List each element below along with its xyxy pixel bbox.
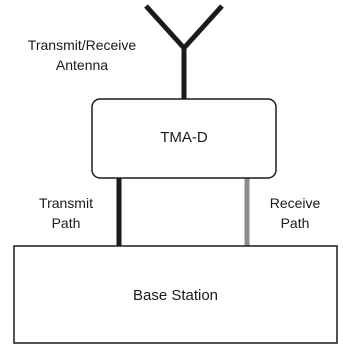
receive-path-label-line1: Receive: [269, 195, 321, 211]
transmit-path-label-line1: Transmit: [39, 195, 93, 211]
antenna-label: Transmit/Receive Antenna: [4, 35, 160, 75]
base-station-block: [13, 245, 338, 344]
antenna-label-line2: Antenna: [55, 57, 109, 73]
antenna-left-arm: [144, 4, 186, 50]
tma-label: TMA-D: [160, 129, 208, 146]
tma-block: [91, 98, 277, 179]
receive-path-label: Receive Path: [256, 193, 334, 233]
antenna-label-line1: Transmit/Receive: [27, 37, 137, 53]
transmit-path-label-line2: Path: [51, 215, 81, 231]
antenna-icon: [144, 4, 224, 99]
receive-path-label-line2: Path: [280, 215, 310, 231]
transmit-path-label: Transmit Path: [20, 193, 112, 233]
base-station-label: Base Station: [132, 287, 219, 304]
antenna-right-arm: [182, 4, 224, 50]
